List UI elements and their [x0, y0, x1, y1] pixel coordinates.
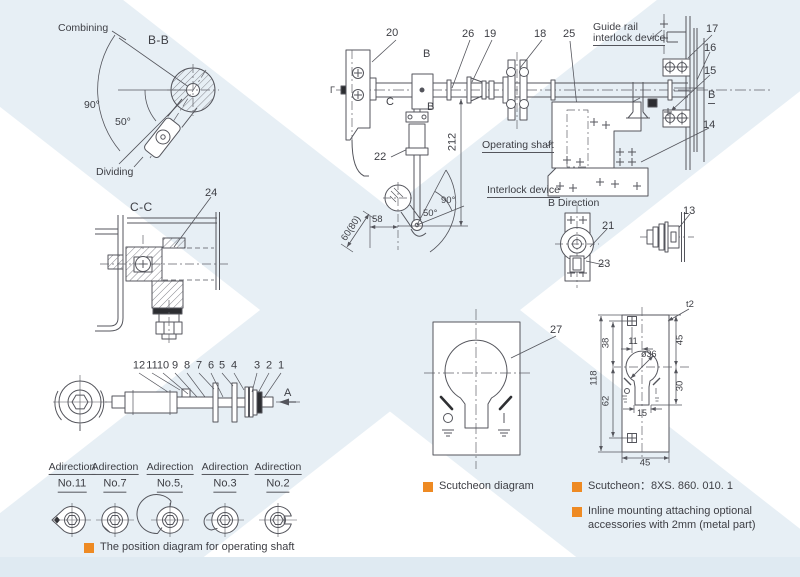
- cc-title: C-C: [130, 200, 153, 214]
- position-cams-drawing: [51, 494, 297, 537]
- part-label-17: 17: [706, 23, 719, 35]
- scutcheon-dimension-drawing: [598, 307, 691, 463]
- section-mark-b-top: B: [423, 48, 431, 60]
- shaft-end-view: [53, 375, 107, 431]
- part-label-18: 18: [534, 28, 547, 40]
- shaft-part-5: 5: [218, 359, 226, 372]
- position-diagram-caption: The position diagram for operating shaft: [100, 541, 295, 553]
- linkage-drawing: [405, 109, 429, 220]
- inline-mounting-note-line2: accessories with 2mm (metal part): [588, 519, 756, 531]
- shaft-part-7: 7: [195, 359, 203, 372]
- b-direction-drawing: [555, 205, 608, 288]
- part-label-16: 16: [704, 42, 717, 54]
- dim-58: 58: [372, 214, 383, 225]
- shaft-part-10: 10: [156, 359, 170, 372]
- dim-45-bottom: 45: [639, 457, 651, 469]
- position-no-5: No.5,: [156, 478, 184, 493]
- section-mark-b-bottom: B: [427, 101, 435, 113]
- adirection-header-1: Adirection: [48, 461, 96, 476]
- bullet-icon: [572, 507, 582, 517]
- bb-combining-label: Combining: [58, 22, 109, 34]
- cc-view-drawing: [95, 196, 230, 345]
- part-label-13: 13: [683, 205, 696, 217]
- shaft-part-11: 11: [146, 359, 158, 372]
- section-mark-b-side: B: [708, 89, 716, 104]
- scutcheon-caption: Scutcheon diagram: [439, 480, 534, 492]
- position-no-7: No.7: [103, 478, 127, 493]
- part-label-15: 15: [704, 65, 717, 77]
- part-label-19: 19: [484, 28, 497, 40]
- dim-118: 118: [588, 370, 600, 386]
- bb-angle-90: 90°: [84, 99, 100, 111]
- dim-30: 30: [674, 380, 686, 392]
- shaft-part-12: 12: [132, 359, 146, 372]
- guide-rail-label-line2: interlock device: [593, 32, 666, 47]
- dim-45-right: 45: [674, 334, 686, 346]
- adirection-header-3: Adirection: [146, 461, 194, 476]
- dim-thickness-t2: t2: [686, 299, 694, 310]
- shaft-part-8: 8: [183, 359, 191, 372]
- interlock-plate-drawing: [547, 101, 649, 197]
- part-label-20: 20: [386, 27, 399, 39]
- bb-angle-50: 50°: [115, 116, 131, 128]
- part-label-25: 25: [563, 28, 576, 40]
- position-no-3: No.3: [213, 478, 237, 493]
- fan-dimension-drawing: [340, 99, 468, 253]
- inline-mounting-note-line1: Inline mounting attaching optional: [588, 505, 752, 517]
- shaft-exploded-drawing: [105, 372, 300, 423]
- section-mark-gamma: Γ: [330, 85, 335, 95]
- main-assembly-drawing: [336, 29, 772, 241]
- shaft-part-3: 3: [253, 359, 261, 372]
- shaft-part-4: 4: [230, 359, 238, 372]
- bb-title: B-B: [148, 33, 170, 47]
- part-label-22: 22: [374, 151, 387, 163]
- scutcheon-code-note: Scutcheon：8XS. 860. 010. 1: [588, 480, 733, 492]
- section-mark-c: C: [386, 96, 394, 108]
- operating-shaft-label: Operating shaft: [482, 139, 554, 154]
- position-no-2: No.2: [266, 478, 290, 493]
- dim-angle-50: 50°: [423, 208, 438, 219]
- part-label-21: 21: [602, 220, 615, 232]
- dim-62: 62: [600, 395, 612, 407]
- guide-rail-drawing: [626, 14, 705, 170]
- bb-view-drawing: [97, 30, 219, 168]
- dim-diameter-36: ø36: [641, 349, 657, 359]
- shaft-part-6: 6: [207, 359, 215, 372]
- adirection-header-2: Adirection: [91, 461, 139, 476]
- bullet-icon: [423, 482, 433, 492]
- dim-212: 212: [446, 132, 459, 152]
- part-label-27: 27: [550, 324, 563, 336]
- adirection-header-4: Adirection: [201, 461, 249, 476]
- b-direction-label: B Direction: [548, 197, 600, 209]
- bb-dividing-label: Dividing: [96, 166, 134, 178]
- shaft-part-2: 2: [265, 359, 273, 372]
- bullet-icon: [84, 543, 94, 553]
- dim-38: 38: [600, 337, 612, 349]
- adirection-header-5: Adirection: [254, 461, 302, 476]
- part-label-14: 14: [703, 119, 716, 131]
- view-arrow-a-label: A: [284, 387, 292, 399]
- part-label-24: 24: [205, 187, 218, 199]
- bullet-icon: [572, 482, 582, 492]
- shaft-part-1: 1: [277, 359, 285, 372]
- shaft-part-9: 9: [171, 359, 179, 372]
- dim-11: 11: [628, 335, 638, 346]
- part-label-26: 26: [462, 28, 475, 40]
- interlock-device-label: Interlock device: [487, 184, 560, 199]
- guide-rail-label-line1: Guide rail: [593, 21, 638, 33]
- dim-15: 15: [636, 407, 648, 418]
- scutcheon-outline-drawing: [424, 309, 557, 469]
- part-label-23: 23: [598, 258, 611, 270]
- position-no-11: No.11: [57, 478, 87, 493]
- dim-angle-90: 90°: [441, 195, 456, 206]
- part13-drawing: [640, 212, 694, 262]
